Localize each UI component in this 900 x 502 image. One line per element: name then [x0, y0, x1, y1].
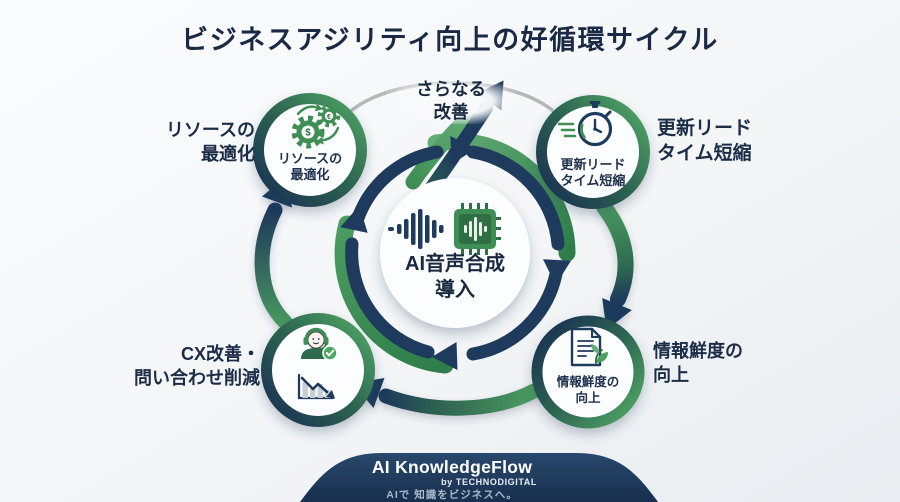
outer-label-resource: リソースの 最適化 — [165, 120, 255, 164]
arrow-leadtime-to-freshness — [596, 199, 634, 307]
declining-chart-icon — [297, 373, 336, 400]
node-leadtime — [536, 95, 650, 209]
stopwatch-icon — [557, 101, 613, 147]
node-resource: $ € — [253, 93, 367, 207]
document-leaf-icon — [570, 327, 608, 367]
outer-label-cx: CX改善・ 問い合わせ削減 — [134, 344, 260, 388]
further-improvement-label: さらなる 改善 — [386, 78, 516, 124]
outer-label-freshness: 情報鮮度の 向上 — [653, 341, 743, 385]
node-freshness-label: 情報鮮度の 向上 — [556, 375, 620, 405]
support-agent-icon — [301, 327, 338, 361]
footer-brand: AI KnowledgeFlow — [371, 457, 533, 477]
arrow-cx-to-resource — [254, 202, 293, 330]
footer-byline: by TECHNODIGITAL — [441, 477, 537, 487]
center-hub-label: AI音声合成 導入 — [405, 253, 505, 302]
ring-arrowhead-bottom-icon — [432, 342, 458, 370]
footer-tagline: AIで 知識をビジネスへ。 — [386, 489, 518, 501]
node-leadtime-label: 更新リード タイム短縮 — [560, 157, 626, 189]
ring-arrowhead-left-icon — [340, 205, 368, 233]
gears-dollar-icon: $ € — [291, 103, 341, 149]
svg-text:€: € — [327, 114, 331, 121]
node-cx — [261, 313, 375, 427]
footer-logo-plate — [300, 453, 658, 502]
page-title: ビジネスアジリティ向上の好循環サイクル — [181, 25, 719, 55]
arrow-freshness-to-cx — [378, 383, 542, 416]
outer-label-leadtime: 更新リード タイム短縮 — [657, 118, 753, 165]
node-freshness — [531, 315, 645, 429]
inner-cycle-ring — [340, 136, 571, 370]
svg-text:$: $ — [305, 127, 311, 138]
waveform-chip-icon — [388, 203, 501, 255]
ring-arrowhead-top-icon — [450, 136, 476, 164]
node-resource-label: リソースの 最適化 — [277, 151, 343, 183]
